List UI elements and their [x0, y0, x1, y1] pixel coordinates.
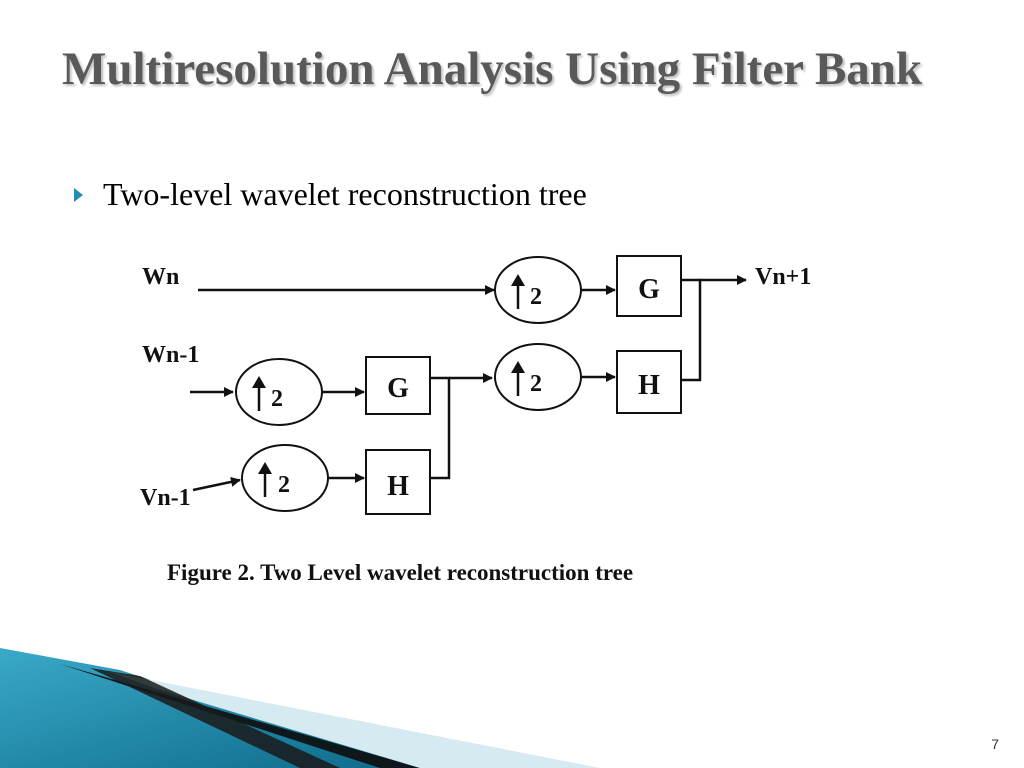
up-arrow-icon — [258, 462, 272, 474]
filter-label: H — [387, 471, 409, 502]
upsample-factor: 2 — [271, 386, 283, 412]
filter-h-middle-right: H — [616, 350, 682, 414]
wire-sum-right — [681, 278, 702, 382]
up-arrow-icon — [252, 376, 266, 388]
slide-title: Multiresolution Analysis Using Filter Ba… — [62, 43, 923, 95]
filter-g-top-right: G — [616, 255, 682, 317]
upsampler-middle-right: 2 — [494, 343, 582, 411]
filter-h-left: H — [365, 449, 431, 515]
figure-caption: Figure 2. Two Level wavelet reconstructi… — [167, 560, 634, 585]
bullet-item: Two-level wavelet reconstruction tree — [74, 176, 587, 213]
filter-g-left: G — [365, 356, 431, 415]
up-arrow-icon — [511, 274, 525, 286]
filter-label: G — [638, 274, 660, 305]
upsample-factor: 2 — [278, 472, 290, 498]
filter-label: H — [638, 370, 660, 401]
wire-sum-left — [430, 376, 451, 480]
filter-label: G — [387, 373, 409, 404]
upsample-factor: 2 — [530, 284, 542, 310]
wire-vn-1 — [192, 476, 241, 492]
bullet-text: Two-level wavelet reconstruction tree — [103, 176, 587, 212]
up-arrow-icon — [511, 361, 525, 373]
triangle-bullet-icon — [74, 187, 83, 202]
page-number: 7 — [991, 736, 999, 752]
label-vn-plus-1: Vn+1 — [755, 264, 811, 290]
label-wn-1: Wn-1 — [142, 342, 199, 368]
label-wn: Wn — [142, 264, 179, 290]
upsampler-left-bottom: 2 — [241, 444, 329, 512]
upsample-factor: 2 — [530, 371, 542, 397]
label-vn-1: Vn-1 — [140, 485, 191, 511]
